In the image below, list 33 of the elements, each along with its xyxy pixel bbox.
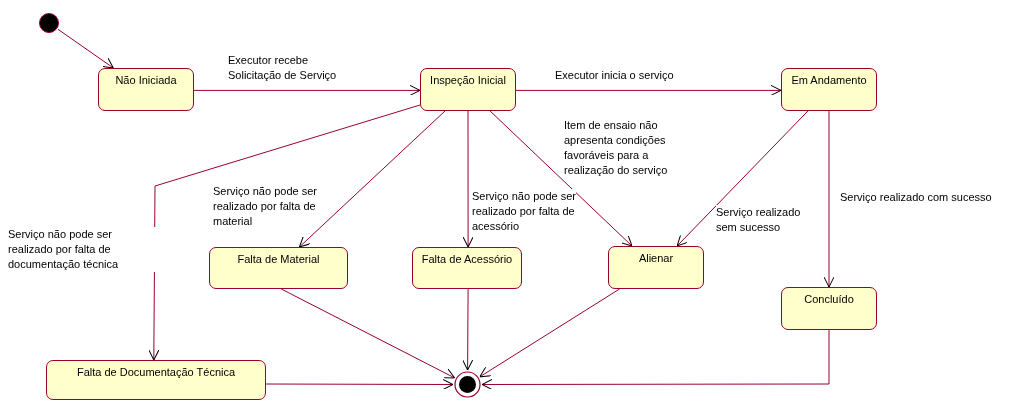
- initial-state: [39, 13, 59, 33]
- transition-arrow: [462, 288, 474, 371]
- transition-arrow: [57, 28, 114, 69]
- state-name: Não Iniciada: [115, 73, 177, 88]
- state-box: [608, 246, 704, 289]
- state-box: [412, 247, 522, 289]
- state-box: [98, 68, 194, 111]
- transition-arrow: [479, 288, 620, 378]
- transition-arrow: [676, 110, 809, 247]
- state-box: [781, 287, 877, 330]
- transition-arrow: [515, 84, 782, 96]
- transition-arrow: [193, 84, 421, 96]
- final-state: [454, 371, 481, 398]
- transition-arrow: [481, 329, 830, 390]
- edge-label: Serviço não pode ser realizado por falta de documentação técnica: [8, 227, 158, 272]
- transition-arrow: [148, 104, 421, 361]
- state-name: Falta de Material: [237, 252, 320, 267]
- transition-arrow: [298, 110, 446, 248]
- state-name: Inspeção Inicial: [430, 73, 506, 88]
- state-name: Concluído: [804, 292, 854, 307]
- transition-arrow: [489, 110, 633, 247]
- state-name: Alienar: [638, 251, 674, 266]
- state-name: Falta de Acessório: [421, 252, 513, 267]
- transition-arrow: [823, 110, 835, 288]
- transition-arrow: [280, 288, 456, 379]
- state-box: [209, 247, 348, 289]
- transition-arrow: [265, 378, 454, 390]
- state-box: [46, 360, 266, 400]
- state-name: Em Andamento: [791, 73, 867, 88]
- state-box: [420, 68, 516, 111]
- state-box: [781, 68, 877, 111]
- transition-arrow: [462, 110, 474, 248]
- state-name: Falta de Documentação Técnica: [76, 365, 236, 380]
